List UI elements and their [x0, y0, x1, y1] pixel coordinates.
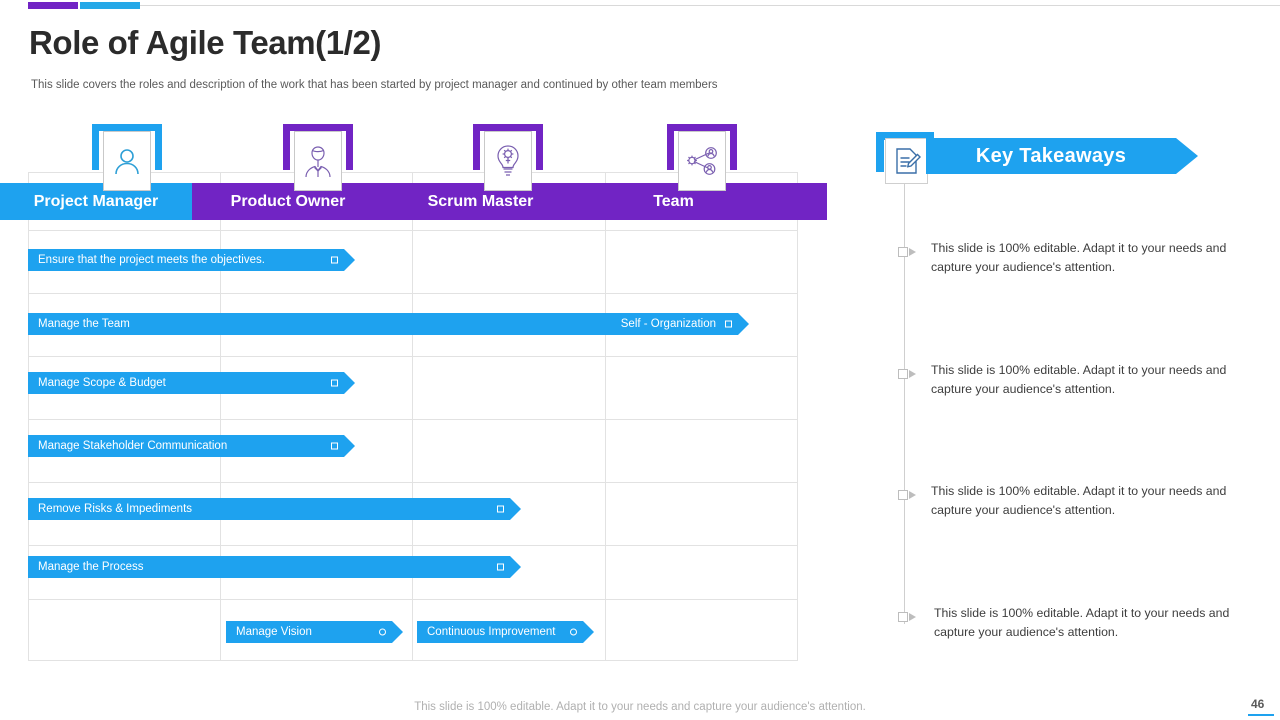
bar-end-marker-square	[725, 320, 732, 328]
table-border-left	[28, 172, 29, 661]
bar-label: Manage Vision	[236, 626, 312, 638]
bar-continuous-improvement[interactable]: Continuous Improvement	[417, 621, 594, 643]
bar-remove-risks-impediments[interactable]: Remove Risks & Impediments	[28, 498, 521, 520]
row-divider-5	[28, 482, 798, 483]
column-divider-1	[220, 172, 221, 661]
column-header-team[interactable]: Team	[577, 183, 770, 220]
column-icon-project-manager	[92, 124, 162, 191]
icon-bracket-frame	[283, 124, 353, 170]
bar-label: Continuous Improvement	[427, 626, 556, 638]
document-edit-icon	[885, 138, 928, 184]
page-subtitle: This slide covers the roles and descript…	[31, 79, 718, 91]
row-divider-7	[28, 599, 798, 600]
bar-arrow-tip	[344, 435, 355, 457]
page-title: Role of Agile Team(1/2)	[29, 24, 382, 61]
bar-manage-the-team[interactable]: Manage the Team Self - Organization	[28, 313, 749, 335]
bar-end-marker-square	[331, 442, 338, 450]
bar-end-marker-square	[331, 256, 338, 264]
column-icon-team	[667, 124, 737, 191]
bar-arrow-tip	[510, 498, 521, 520]
page-number-underline	[1248, 714, 1274, 716]
icon-bracket-frame	[473, 124, 543, 170]
column-divider-3	[605, 172, 606, 661]
bar-manage-scope-budget[interactable]: Manage Scope & Budget	[28, 372, 355, 394]
key-takeaways-connector-line	[904, 184, 905, 624]
bar-end-label-self-organization: Self - Organization	[620, 318, 716, 330]
icon-bracket-frame	[92, 124, 162, 170]
table-border-top	[28, 172, 798, 173]
row-divider-3	[28, 356, 798, 357]
key-takeaway-text: This slide is 100% editable. Adapt it to…	[931, 484, 1227, 517]
bar-label: Manage the Team	[38, 318, 130, 330]
column-icon-scrum-master	[473, 124, 543, 191]
bar-manage-stakeholder-communication[interactable]: Manage Stakeholder Communication	[28, 435, 355, 457]
bullet-arrow-icon	[898, 246, 920, 258]
bar-label: Manage Scope & Budget	[38, 377, 166, 389]
bar-arrow-tip	[392, 621, 403, 643]
header-bleed-right	[770, 183, 827, 220]
bar-label: Manage Stakeholder Communication	[38, 440, 228, 452]
row-divider-2	[28, 293, 798, 294]
key-takeaway-text: This slide is 100% editable. Adapt it to…	[934, 606, 1230, 639]
bar-arrow-tip	[510, 556, 521, 578]
bullet-arrow-icon	[898, 611, 920, 623]
top-accent-blue	[80, 2, 140, 9]
bar-manage-the-process[interactable]: Manage the Process	[28, 556, 521, 578]
bullet-arrow-icon	[898, 489, 920, 501]
table-border-right	[797, 172, 798, 661]
roles-table	[28, 172, 798, 661]
page-number: 46	[1251, 697, 1265, 711]
lightbulb-gear-icon	[484, 131, 532, 191]
bar-end-marker-square	[497, 563, 504, 571]
top-accent-purple	[28, 2, 78, 9]
column-header-scrum-master[interactable]: Scrum Master	[384, 183, 577, 220]
bullet-arrow-icon	[898, 368, 920, 380]
table-border-bottom	[28, 660, 798, 661]
bar-end-marker-circle	[379, 628, 386, 636]
row-divider-6	[28, 545, 798, 546]
bar-end-marker-square	[331, 379, 338, 387]
column-icon-product-owner	[283, 124, 353, 191]
key-takeaways-banner: Key Takeaways	[926, 138, 1198, 174]
bar-label: Remove Risks & Impediments	[38, 503, 193, 515]
bar-end-marker-square	[497, 505, 504, 513]
bar-label: Ensure that the project meets the object…	[38, 254, 265, 266]
bar-manage-vision[interactable]: Manage Vision	[226, 621, 403, 643]
bar-arrow-tip	[344, 372, 355, 394]
network-people-icon	[678, 131, 726, 191]
bar-label: Manage the Process	[38, 561, 144, 573]
key-takeaway-text: This slide is 100% editable. Adapt it to…	[931, 363, 1227, 396]
business-person-icon	[294, 131, 342, 191]
bar-end-marker-circle	[570, 628, 577, 636]
bar-ensure-objectives[interactable]: Ensure that the project meets the object…	[28, 249, 355, 271]
column-header-project-manager[interactable]: Project Manager	[0, 183, 192, 220]
column-divider-2	[412, 172, 413, 661]
key-takeaway-text: This slide is 100% editable. Adapt it to…	[931, 241, 1227, 274]
banner-arrow-tip	[1176, 138, 1198, 174]
table-header-strip: Project Manager Product Owner Scrum Mast…	[0, 183, 827, 220]
person-icon	[103, 131, 151, 191]
column-header-product-owner[interactable]: Product Owner	[192, 183, 384, 220]
key-takeaways-title: Key Takeaways	[975, 144, 1127, 167]
bar-arrow-tip	[344, 249, 355, 271]
bar-arrow-tip	[583, 621, 594, 643]
row-divider-1	[28, 230, 798, 231]
icon-bracket-frame	[667, 124, 737, 170]
top-divider-line	[140, 5, 1280, 6]
bar-arrow-tip	[738, 313, 749, 335]
row-divider-4	[28, 419, 798, 420]
footer-note: This slide is 100% editable. Adapt it to…	[414, 701, 866, 713]
